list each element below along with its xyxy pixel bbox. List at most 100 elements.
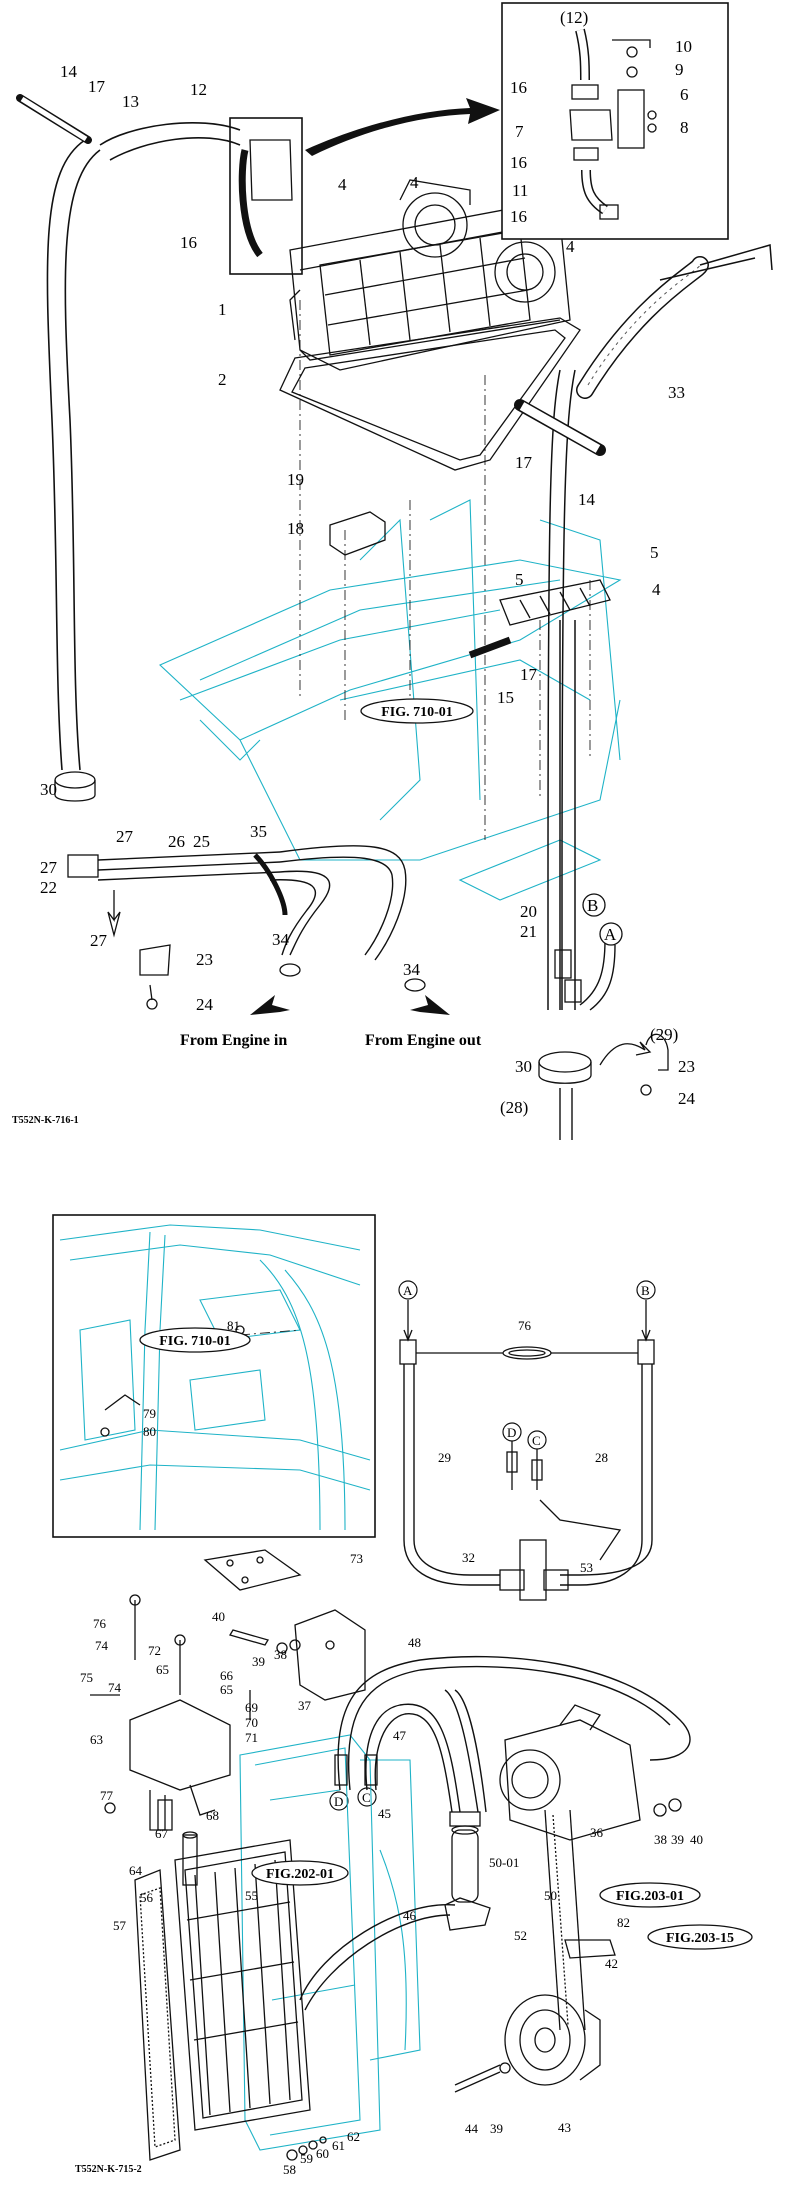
callout-17b: 17 [515, 453, 533, 472]
callout-68: 68 [206, 1808, 219, 1823]
callout-62: 62 [347, 2129, 360, 2144]
top-connectors: B A [582, 893, 623, 946]
callout-55: 55 [245, 1888, 258, 1903]
connector-B-bottom: B [641, 1283, 650, 1298]
inset-callout-7: 7 [515, 122, 524, 141]
callout-46: 46 [403, 1908, 417, 1923]
connector-C-lower: C [362, 1790, 371, 1805]
callout-29: (29) [650, 1025, 678, 1044]
discharge-hoses [299, 1655, 691, 2011]
callout-17c: 17 [520, 665, 538, 684]
hoses-28-29 [399, 1300, 655, 1601]
callout-14b: 14 [578, 490, 596, 509]
pulley-43 [504, 1809, 601, 2086]
callout-69: 69 [245, 1700, 258, 1715]
callout-27b: 27 [40, 858, 58, 877]
connector-B: B [587, 896, 598, 915]
lower-right-fittings [538, 939, 669, 1140]
callout-21: 21 [520, 922, 537, 941]
callout-38b: 38 [654, 1832, 667, 1847]
callout-43: 43 [558, 2120, 571, 2135]
inset-callout-16c: 16 [510, 207, 527, 226]
callout-66: 66 [220, 1668, 234, 1683]
inset-callout-16b: 16 [510, 153, 527, 172]
callout-5b: 5 [515, 570, 524, 589]
callout-30b: 30 [515, 1057, 532, 1076]
callout-60: 60 [316, 2146, 329, 2161]
callout-50-01: 50-01 [489, 1855, 519, 1870]
callout-74a: 74 [95, 1638, 109, 1653]
receiver-50 [444, 1811, 491, 1931]
callout-28-bottom: 28 [595, 1450, 608, 1465]
callout-39b: 39 [671, 1832, 684, 1847]
callout-52: 52 [514, 1928, 527, 1943]
callout-17a: 17 [88, 77, 106, 96]
connector-A: A [604, 925, 617, 944]
inset-arrow [305, 98, 500, 156]
callout-1: 1 [218, 300, 227, 319]
callout-32: 32 [462, 1550, 475, 1565]
lower-bolts [286, 1939, 616, 2161]
callout-42: 42 [605, 1956, 618, 1971]
bottom-labels: 76 29 28 32 53 73 40 39 38 37 48 47 45 7… [80, 1318, 703, 2177]
connector-D-lower: D [334, 1794, 343, 1809]
callout-12: 12 [190, 80, 207, 99]
part-18 [329, 511, 386, 556]
callout-75: 75 [80, 1670, 93, 1685]
callout-64: 64 [129, 1863, 143, 1878]
drawing-code-bottom: T552N-K-715-2 [75, 2164, 142, 2175]
callout-4b: 4 [410, 173, 419, 192]
fig-ref-202-01: FIG.202-01 [266, 1867, 334, 1882]
callout-40a: 40 [212, 1609, 225, 1624]
fig-ref-710-01-bottom: FIG. 710-01 [159, 1334, 231, 1349]
callout-29-bottom: 29 [438, 1450, 451, 1465]
hose-13 [46, 122, 241, 771]
callout-35: 35 [250, 822, 267, 841]
top-inset [501, 2, 729, 240]
top-fig-ref: FIG. 710-01 [360, 698, 474, 724]
callout-67: 67 [155, 1826, 169, 1841]
callout-16: 16 [180, 233, 197, 252]
callout-33: 33 [668, 383, 685, 402]
callout-53: 53 [580, 1560, 593, 1575]
drawing-code-top: T552N-K-716-1 [12, 1115, 79, 1126]
callout-45: 45 [378, 1806, 391, 1821]
fig-ref-710-01: FIG. 710-01 [381, 705, 453, 720]
panel-4 [499, 579, 611, 626]
callout-59: 59 [300, 2151, 313, 2166]
callout-25: 25 [193, 832, 210, 851]
evaporator-unit [289, 179, 571, 371]
callout-4c: 4 [566, 237, 575, 256]
callout-39a: 39 [252, 1654, 265, 1669]
inset-callout-8: 8 [680, 118, 689, 137]
callout-74b: 74 [108, 1680, 122, 1695]
callout-58: 58 [283, 2162, 296, 2177]
down-arrow-23 [107, 890, 121, 938]
caption-engine-out: From Engine out [365, 1032, 482, 1049]
callout-37: 37 [298, 1698, 312, 1713]
callout-36: 36 [590, 1825, 604, 1840]
compressor-36 [499, 1704, 682, 1841]
inset-callout-80: 80 [143, 1424, 156, 1439]
callout-19: 19 [287, 470, 304, 489]
top-labels: 14 17 13 12 16 4 4 4 1 2 33 17 14 19 18 … [40, 62, 696, 1117]
callout-57: 57 [113, 1918, 127, 1933]
callout-38a: 38 [274, 1647, 287, 1662]
callout-28: (28) [500, 1098, 528, 1117]
callout-26: 26 [168, 832, 185, 851]
callout-71: 71 [245, 1730, 258, 1745]
callout-47: 47 [393, 1728, 407, 1743]
fig-ref-203-01: FIG.203-01 [616, 1889, 684, 1904]
assembly-leaders [299, 300, 591, 840]
inset-callout-79: 79 [143, 1406, 156, 1421]
callout-50: 50 [544, 1888, 557, 1903]
bottom-inset-labels: 81 79 80 [143, 1318, 240, 1439]
hose-14-right [514, 399, 606, 456]
fitting-frame [229, 117, 303, 275]
inset-callout-6: 6 [680, 85, 689, 104]
callout-76a: 76 [518, 1318, 532, 1333]
caption-engine-in: From Engine in [180, 1032, 287, 1049]
callout-65b: 65 [220, 1682, 233, 1697]
bottom-inset [52, 1214, 376, 1538]
callout-13: 13 [122, 92, 139, 111]
